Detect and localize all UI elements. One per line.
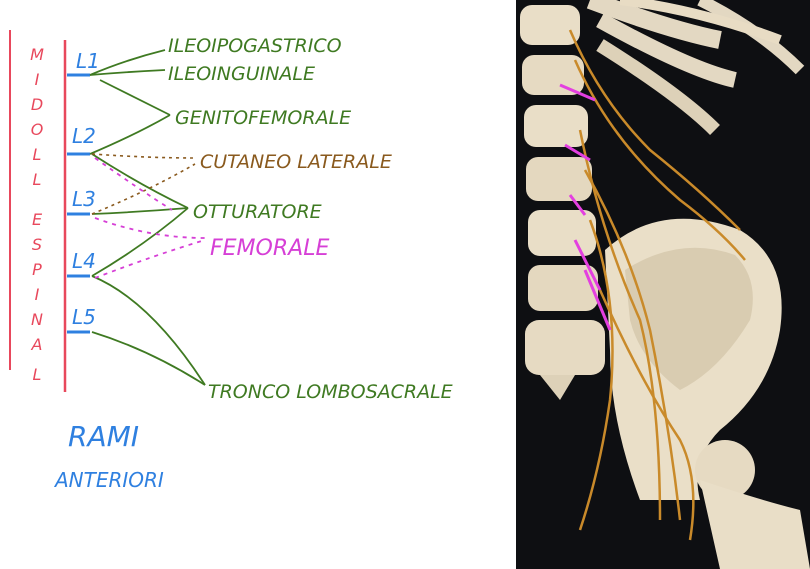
nerve-label-tronco-lombosacrale: TRONCO LOMBOSACRALE (208, 381, 453, 403)
magenta-connections (94, 157, 206, 279)
photo-root (573, 239, 602, 291)
rib (619, 0, 782, 45)
vertebra (524, 105, 588, 147)
vertebra (520, 5, 580, 45)
nerve-label-cutaneo-laterale: CUTANEO LATERALE (200, 151, 392, 173)
side-label-letter: L (33, 145, 42, 164)
level-label-l3: L3 (72, 187, 96, 211)
nerve-label-otturatore: OTTURATORE (193, 201, 322, 223)
line-l1-ileoipogastrico (89, 49, 166, 76)
photo-root (564, 143, 591, 162)
photo-nerve-roots (559, 83, 612, 331)
side-label-letter: S (32, 235, 42, 254)
rib (596, 39, 720, 135)
photo-nerve (578, 129, 662, 521)
vertebra (526, 157, 592, 201)
femur (700, 480, 810, 569)
anatomy-illustration (516, 0, 810, 569)
level-label-l1: L1 (76, 49, 100, 73)
side-label-letter: L (33, 365, 42, 384)
vertebra (528, 265, 598, 311)
side-label: M I D O L L E S P I N A L (30, 45, 44, 384)
side-label-letter: M (30, 45, 44, 64)
line-l3-cutaneo (91, 163, 196, 215)
green-connections (89, 49, 206, 386)
rib (586, 0, 722, 49)
side-label-letter: I (35, 285, 40, 304)
photo-nerve (573, 59, 746, 261)
footer-line1: RAMI (68, 420, 139, 453)
photo-nerve (568, 29, 741, 231)
rib (596, 13, 737, 88)
nerve-label-ileoipogastrico: ILEOIPOGASTRICO (168, 35, 342, 57)
side-label-letter: O (31, 120, 44, 139)
line-l3-femorale (94, 217, 206, 239)
sacrum (525, 320, 605, 375)
line-l4-otturatore (91, 207, 189, 277)
line-l4-femorale (94, 239, 206, 279)
photo-nerves (568, 29, 746, 541)
level-label-l5: L5 (72, 305, 96, 329)
level-ticks (67, 73, 90, 334)
line-l5-tronco (91, 331, 206, 386)
line-l4-tronco (91, 275, 206, 386)
side-label-letter: A (31, 335, 43, 354)
line-l3-otturatore (91, 207, 189, 215)
line-l2-cutaneo (91, 153, 196, 159)
side-label-letter: P (32, 260, 42, 279)
vertebra (528, 210, 596, 256)
line-l1-ileoinguinale (89, 69, 166, 76)
iliac-fossa (625, 247, 753, 390)
brown-connections (91, 153, 196, 215)
line-l1-genitofemorale (99, 79, 171, 116)
side-label-letter: D (31, 95, 43, 114)
line-l2-otturatore (91, 153, 189, 209)
line-l2-genitofemorale (89, 114, 171, 155)
side-label-letter: N (31, 310, 43, 329)
coccyx (540, 375, 575, 400)
side-label-letter: L (33, 170, 42, 189)
nerve-label-genitofemorale: GENITOFEMORALE (175, 107, 351, 129)
photo-root (583, 269, 612, 331)
photo-root (568, 194, 587, 216)
level-label-l4: L4 (72, 249, 96, 273)
photo-nerve (578, 219, 614, 531)
level-label-l2: L2 (72, 124, 96, 148)
photo-nerve (598, 289, 695, 541)
photo-nerve (583, 169, 682, 521)
side-label-letter: E (32, 210, 43, 229)
line-l2-femorale (94, 157, 173, 211)
nerve-label-femorale: FEMORALE (210, 236, 329, 261)
side-label-letter: I (35, 70, 40, 89)
nerve-label-ileoinguinale: ILEOINGUINALE (168, 63, 315, 85)
vertebra (522, 55, 584, 95)
photo-root (559, 83, 596, 102)
footer-line2: ANTERIORI (53, 468, 164, 492)
